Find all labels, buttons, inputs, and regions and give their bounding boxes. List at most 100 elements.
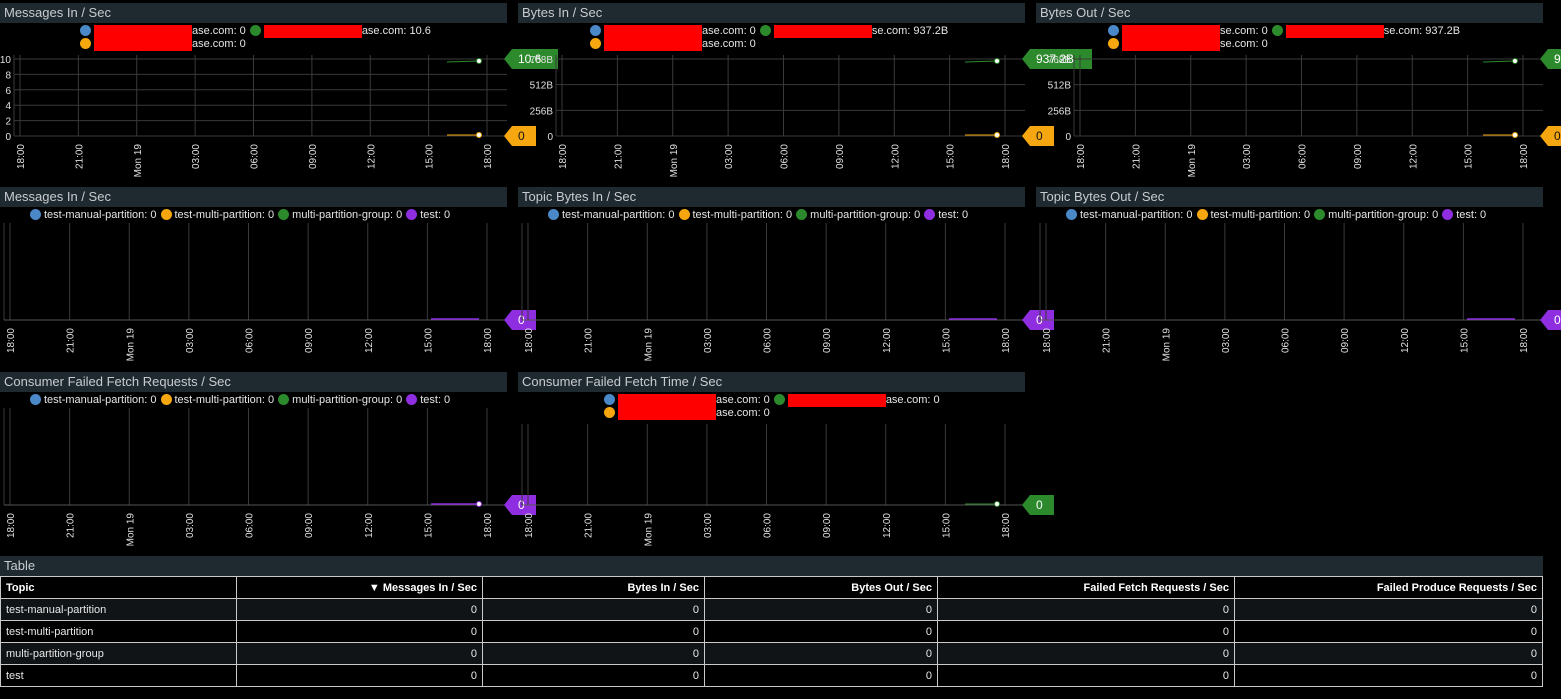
legend-item[interactable]: test-manual-partition: 0 [1066,209,1193,222]
legend-item[interactable]: test: 0 [406,394,450,407]
legend-dot-icon [604,407,615,418]
series-point[interactable] [1512,58,1518,64]
series-point[interactable] [994,501,1000,507]
redacted-hostname [1285,25,1384,38]
legend-dot-icon [80,25,91,36]
legend-item[interactable]: test: 0 [1442,209,1486,222]
legend-item[interactable]: ase.com: 0 [590,25,756,38]
x-tick-label: 21:00 [613,144,624,169]
legend-item[interactable]: multi-partition-group: 0 [796,209,920,222]
series-point[interactable] [476,58,482,64]
col-bytes-out[interactable]: Bytes Out / Sec [704,576,938,599]
x-tick-label: 09:00 [308,144,319,169]
legend-item[interactable]: test-multi-partition: 0 [160,394,274,407]
legend-item[interactable]: ase.com: 10.6 [249,25,431,38]
legend-item[interactable]: test-multi-partition: 0 [678,209,792,222]
x-tick-label: 06:00 [250,144,261,169]
cell-value: 0 [704,598,938,621]
y-tick-label: 8 [5,70,11,81]
legend-item[interactable]: ase.com: 0 [773,394,940,407]
legend-dot-icon [1108,25,1119,36]
panel-failed-fetch-time: Consumer Failed Fetch Time / Sec ase.com… [518,372,1054,552]
legend-dot-icon [590,38,601,49]
series-point[interactable] [994,132,1000,138]
col-topic[interactable]: Topic [0,576,237,599]
legend-label: test-multi-partition: 0 [174,209,275,221]
col-failed-produce[interactable]: Failed Produce Requests / Sec [1234,576,1543,599]
table-row[interactable]: test-multi-partition 0 0 0 0 0 [0,620,1543,643]
legend-item[interactable]: test-manual-partition: 0 [30,394,157,407]
panel-title: Topic Bytes In / Sec [518,187,1025,207]
x-tick-label: 03:00 [724,144,735,169]
x-tick-label: 18:00 [6,513,17,538]
x-tick-label: 03:00 [703,328,714,353]
legend-item[interactable]: test: 0 [406,209,450,222]
redacted-hostname [618,407,716,420]
legend-dot-icon [1196,209,1208,220]
legend-item[interactable]: ase.com: 0 [590,38,756,51]
legend-item[interactable]: multi-partition-group: 0 [1314,209,1438,222]
legend-item[interactable]: test-manual-partition: 0 [548,209,675,222]
legend-item[interactable]: test-multi-partition: 0 [160,209,275,222]
x-tick-label: Mon 19 [1161,328,1172,362]
x-tick-label: 03:00 [1221,328,1232,353]
topic-table: Topic ▼ Messages In / Sec Bytes In / Sec… [0,576,1543,687]
col-messages-in[interactable]: ▼ Messages In / Sec [236,576,483,599]
x-tick-label: Mon 19 [643,328,654,362]
col-bytes-in[interactable]: Bytes In / Sec [482,576,705,599]
x-tick-label: 15:00 [941,328,952,353]
cell-value: 0 [937,642,1235,665]
y-tick-label: 10 [0,55,11,66]
legend-item[interactable]: ase.com: 0 [604,394,770,407]
x-tick-label: 06:00 [780,144,791,169]
legend-item[interactable]: test-multi-partition: 0 [1196,209,1310,222]
col-failed-fetch[interactable]: Failed Fetch Requests / Sec [937,576,1235,599]
x-tick-label: 15:00 [425,144,436,169]
legend-item[interactable]: ase.com: 0 [80,25,246,38]
cell-value: 0 [482,664,705,687]
legend-dot-icon [249,25,261,36]
x-tick-label: 12:00 [364,328,375,353]
legend-item[interactable]: ase.com: 0 [80,38,246,51]
legend-item[interactable]: multi-partition-group: 0 [278,394,402,407]
legend-item[interactable]: se.com: 0 [1108,38,1268,51]
legend-item[interactable]: test: 0 [924,209,968,222]
series-point[interactable] [476,501,482,507]
legend-item[interactable]: multi-partition-group: 0 [278,209,402,222]
x-tick-label: 12:00 [1408,144,1419,169]
legend-row: ase.com: 0 [80,38,250,51]
x-tick-label: 18:00 [483,144,494,169]
legend-item[interactable]: se.com: 0 [1108,25,1268,38]
series-line-green [1482,60,1516,63]
x-tick-label: 12:00 [882,513,893,538]
value-flag [1540,49,1561,69]
x-tick-label: 21:00 [584,513,595,538]
series-point[interactable] [1512,132,1518,138]
legend-label: multi-partition-group: 0 [292,394,403,406]
legend-label: multi-partition-group: 0 [810,209,921,221]
legend-dot-icon [796,209,808,220]
legend-item[interactable]: se.com: 937.2B [759,25,948,38]
x-tick-label: 15:00 [423,513,434,538]
legend-item[interactable]: se.com: 937.2B [1271,25,1460,38]
table-row[interactable]: test 0 0 0 0 0 [0,664,1543,687]
cell-value: 0 [937,664,1235,687]
y-tick-label: 0 [5,132,11,143]
series-point[interactable] [476,132,482,138]
legend-label: test: 0 [938,209,969,221]
legend-item[interactable]: ase.com: 0 [604,407,770,420]
legend-label: test-manual-partition: 0 [562,209,675,221]
value-flag [1540,310,1561,330]
x-tick-label: 21:00 [1102,328,1113,353]
table-row[interactable]: test-manual-partition 0 0 0 0 0 [0,598,1543,621]
legend-item[interactable]: test-manual-partition: 0 [30,209,157,222]
cell-value: 0 [937,598,1235,621]
series-point[interactable] [994,58,1000,64]
value-flag-label: 0 [518,129,525,143]
redacted-hostname [604,25,702,38]
table-row[interactable]: multi-partition-group 0 0 0 0 0 [0,642,1543,665]
